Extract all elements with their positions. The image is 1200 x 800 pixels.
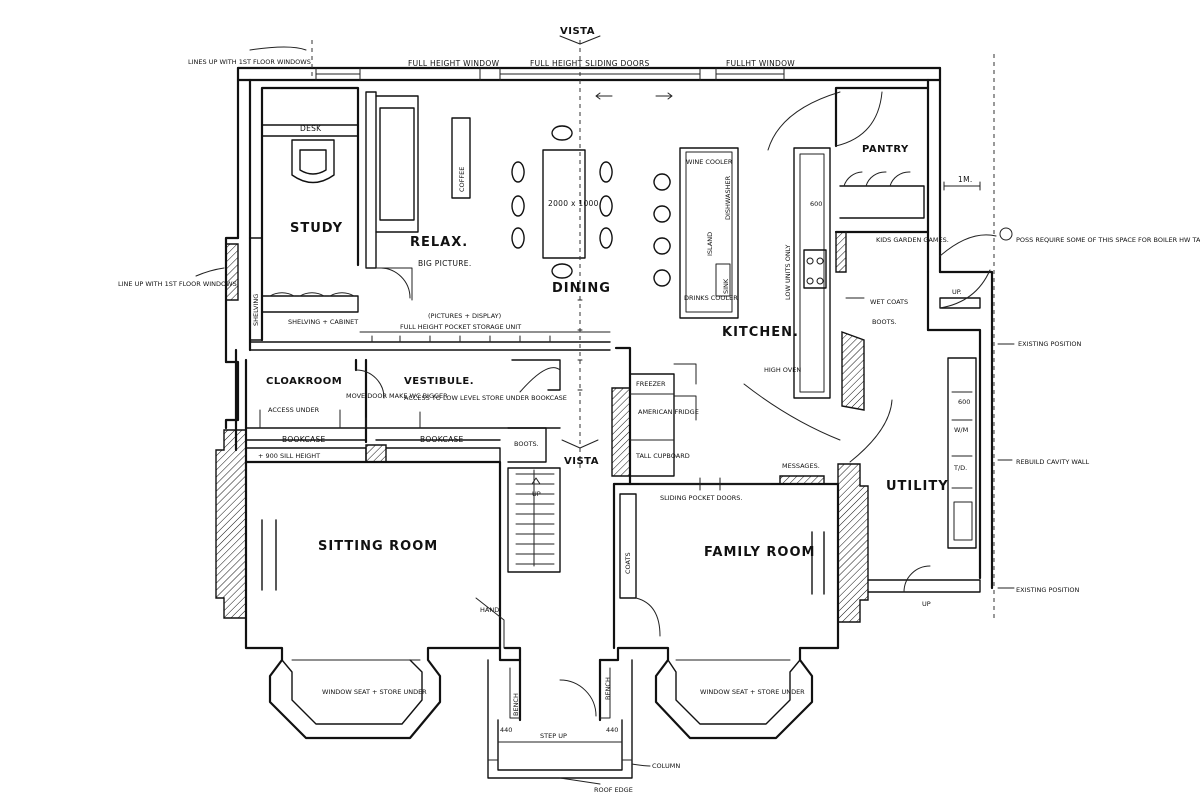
lines-up-label: LINES UP WITH 1ST FLOOR WINDOWS <box>188 58 311 66</box>
sink-label: SINK <box>722 278 730 294</box>
sill-height-label: + 900 SILL HEIGHT <box>258 452 320 460</box>
kitchen-area <box>653 91 841 441</box>
cloakroom-label: CLOAKROOM <box>266 376 342 387</box>
relax-label: RELAX. <box>410 235 468 250</box>
pantry-label: PANTRY <box>862 144 909 155</box>
bookcase-left-label: BOOKCASE <box>282 435 326 444</box>
coats-label: COATS <box>624 552 632 574</box>
up-right-label: UP. <box>952 288 962 296</box>
dim-600-b-label: 600 <box>958 398 970 406</box>
staircase <box>475 467 561 649</box>
drinks-cooler-label: DRINKS COOLER <box>684 294 738 302</box>
rebuild-cavity-label: REBUILD CAVITY WALL <box>1016 458 1090 466</box>
wm-label: W/M <box>954 426 968 434</box>
full-height-window-right-label: FULLHT WINDOW <box>726 59 795 68</box>
boots-hall-label: BOOTS. <box>514 440 539 448</box>
island-label: ISLAND <box>706 232 714 256</box>
shelving-label: SHELVING <box>252 294 260 326</box>
tall-cupboard-label: TALL CUPBOARD <box>635 452 690 460</box>
study-label: STUDY <box>290 221 343 236</box>
utility-room <box>849 357 981 593</box>
high-oven-label: HIGH OVEN <box>764 366 801 374</box>
coffee-label: COFFEE <box>458 167 466 192</box>
vista-mid-label: VISTA <box>564 456 599 467</box>
hatch-stair-wall <box>365 387 825 485</box>
up-util-label: UP <box>922 600 931 608</box>
dishwasher-label: DISHWASHER <box>724 175 732 220</box>
family-room-label: FAMILY ROOM <box>704 545 815 560</box>
pocket-storage-label: FULL HEIGHT POCKET STORAGE UNIT <box>400 323 521 331</box>
bookcase-right-label: BOOKCASE <box>420 435 464 444</box>
family-room-walls <box>598 482 840 740</box>
vestibule-label: VESTIBULE. <box>404 376 474 387</box>
hand-label: HAND. <box>480 606 501 614</box>
dining-area <box>511 40 613 470</box>
freezer-fridge-block <box>614 346 771 637</box>
up-stair-label: UP <box>532 490 541 498</box>
vista-top-label: VISTA <box>560 26 595 37</box>
step-up-label: STEP UP <box>540 732 567 740</box>
access-low-level-label: ACCESS TO LOW LEVEL STORE UNDER BOOKCASE <box>404 394 567 402</box>
window-seat-left-label: WINDOW SEAT + STORE UNDER <box>322 688 427 696</box>
move-door-label: MOVE DOOR MAKE WC BIGGER <box>346 392 448 400</box>
access-under-label: ACCESS UNDER <box>268 406 320 414</box>
boots-utility-label: BOOTS. <box>872 318 897 326</box>
kids-garden-label: KIDS GARDEN GAMES. <box>876 236 949 244</box>
wine-cooler-label: WINE COOLER <box>686 158 733 166</box>
dim-1m-label: 1M. <box>958 175 973 184</box>
utility-label: UTILITY <box>886 479 949 494</box>
messages-label: MESSAGES. <box>782 462 820 470</box>
cloakroom-vestibule <box>234 348 561 464</box>
kitchen-label: KITCHEN. <box>722 325 799 340</box>
american-fridge-label: AMERICAN FRIDGE <box>638 408 699 416</box>
existing-position-bot-label: EXISTING POSITION <box>1016 586 1080 594</box>
sliding-pocket-label: SLIDING POCKET DOORS. <box>660 494 742 502</box>
porch <box>487 658 633 779</box>
pantry <box>834 86 991 309</box>
annotation-lines <box>195 40 1015 785</box>
chimney-kitchen <box>835 231 865 411</box>
chimney-left-upper <box>225 243 239 301</box>
pictures-display-label: (PICTURES + DISPLAY) <box>428 312 501 320</box>
relax-area <box>359 91 611 343</box>
column-label: COLUMN <box>652 762 680 770</box>
low-units-label: LOW UNITS ONLY <box>784 245 792 300</box>
chimney-family <box>837 463 869 623</box>
existing-position-top-label: EXISTING POSITION <box>1018 340 1082 348</box>
top-wall-openings <box>315 35 785 449</box>
dim-600-a-label: 600 <box>810 200 822 208</box>
freezer-label: FREEZER <box>636 380 666 388</box>
poss-require-label: POSS REQUIRE SOME OF THIS SPACE FOR BOIL… <box>1016 236 1200 244</box>
td-label: T/D. <box>953 464 967 472</box>
text-labels: VISTA FULL HEIGHT WINDOW FULL HEIGHT SLI… <box>118 26 1200 794</box>
bench-right-label: BENCH <box>604 677 612 700</box>
wet-coats-label: WET COATS <box>870 298 908 306</box>
dim-440-right-label: 440 <box>606 726 618 734</box>
full-height-window-left-label: FULL HEIGHT WINDOW <box>408 59 500 68</box>
roof-edge-label: ROOF EDGE <box>594 786 633 794</box>
table-size-label: 2000 x 1000 <box>548 199 599 208</box>
line-up-left-label: LINE UP WITH 1ST FLOOR WINDOWS <box>118 280 237 288</box>
big-picture-label: BIG PICTURE. <box>418 259 472 268</box>
chimney-sitting <box>215 429 247 619</box>
bench-left-label: BENCH <box>512 693 520 716</box>
full-height-sliding-label: FULL HEIGHT SLIDING DOORS <box>530 59 650 68</box>
window-seat-right-label: WINDOW SEAT + STORE UNDER <box>700 688 805 696</box>
outer-walls <box>224 66 994 590</box>
shelving-cabinet-label: SHELVING + CABINET <box>288 318 358 326</box>
dim-440-left-label: 440 <box>500 726 512 734</box>
dining-label: DINING <box>552 281 611 296</box>
desk-label: DESK <box>300 124 322 133</box>
sitting-room-label: SITTING ROOM <box>318 539 438 554</box>
